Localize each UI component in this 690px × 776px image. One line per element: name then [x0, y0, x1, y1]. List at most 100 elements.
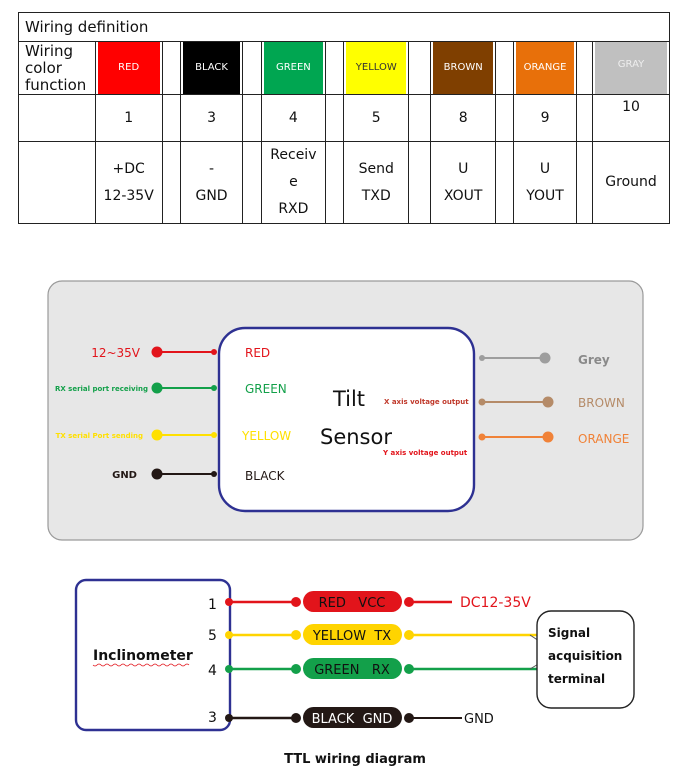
color-cell-black: BLACK: [179, 41, 244, 95]
color-swatch: YELLOW: [346, 42, 407, 94]
inclinometer-label: Inclinometer: [93, 648, 193, 664]
wire-terminal: [211, 471, 217, 477]
func-label-line: color: [25, 58, 62, 77]
table-title: Wiring definition: [18, 12, 670, 42]
color-swatch: ORANGE: [516, 42, 574, 94]
color-swatch: GREEN: [263, 42, 324, 94]
pin-description: Ground: [592, 141, 670, 224]
terminal-label-line: terminal: [548, 672, 605, 686]
spacer-cell: [575, 141, 594, 224]
wire-terminal: [211, 385, 217, 391]
empty-cell: [18, 141, 96, 224]
right-wire-orange: Y axis voltage output ORANGE: [382, 431, 629, 457]
pin-description: +DC 12-35V: [94, 141, 163, 224]
wire-label-pill: [303, 591, 402, 612]
wire-terminal: [225, 631, 233, 639]
wire-terminal: [211, 432, 217, 438]
desc-line: U: [539, 160, 551, 177]
wire-terminal: [151, 382, 163, 394]
wire-terminal: [542, 431, 554, 443]
pin-description: Receiv e RXD: [260, 141, 327, 224]
desc-line: +DC: [112, 160, 145, 177]
color-cell-red: RED: [94, 41, 163, 95]
color-swatch: RED: [97, 42, 160, 94]
color-cell-green: GREEN: [260, 41, 327, 95]
pin-description: - GND: [179, 141, 244, 224]
pin-number: 4: [208, 663, 217, 679]
wire-label-pill: [303, 658, 402, 679]
wire-outer-label: Grey: [578, 353, 610, 367]
wire-outer-label: TX serial Port sending: [56, 432, 143, 440]
wire-terminal: [291, 630, 301, 640]
color-cell-yellow: YELLOW: [343, 41, 410, 95]
wire-outer-label: 12~35V: [91, 346, 141, 360]
pin-number: 3: [179, 94, 244, 142]
desc-line: Receiv: [270, 147, 317, 163]
wire-terminal: [539, 352, 551, 364]
ttl-wire-red: 1 RED VCC DC12-35V: [208, 591, 531, 613]
spacer-cell: [325, 141, 345, 224]
sensor-title: Tilt: [332, 387, 365, 411]
wire-terminal: [291, 597, 301, 607]
pin-number: 10: [592, 94, 670, 142]
ttl-wiring-diagram: Inclinometer 1 RED VCC DC12-35V 5 YELLOW…: [74, 578, 635, 767]
color-swatch: BROWN: [433, 42, 494, 94]
wire-inner-label: RED: [245, 346, 270, 360]
wire-label: RED VCC: [319, 596, 386, 611]
color-cell-orange: ORANGE: [513, 41, 577, 95]
pin-description: U YOUT: [513, 141, 577, 224]
color-swatch: GRAY: [595, 42, 667, 94]
wire-terminal: [151, 346, 163, 358]
left-wire-green: RX serial port receiving GREEN: [55, 382, 287, 396]
spacer-cell: [242, 141, 262, 224]
terminal-label-line: acquisition: [548, 649, 622, 663]
func-label-line: Wiring: [25, 41, 74, 60]
wire-terminal: [225, 598, 233, 606]
right-wire-grey: Grey: [479, 352, 610, 367]
pin-description: Send TXD: [343, 141, 410, 224]
pin-number: 1: [208, 597, 217, 613]
tilt-sensor-diagram: 12~35V RED RX serial port receiving GREE…: [47, 280, 644, 541]
wire-terminal: [151, 468, 163, 480]
inclinometer-box: [74, 578, 232, 732]
wire-target-label: GND: [464, 712, 494, 727]
wire-terminal: [211, 349, 217, 355]
desc-line: YOUT: [526, 187, 564, 204]
wire-terminal: [542, 396, 554, 408]
wire-inner-label: GREEN: [245, 382, 287, 396]
left-wire-yellow: TX serial Port sending YELLOW: [56, 429, 292, 443]
wire-outer-label: BROWN: [578, 396, 625, 410]
empty-cell: [18, 94, 96, 142]
wire-terminal: [478, 398, 486, 406]
wire-label: BLACK GND: [312, 712, 393, 727]
pin-number: 5: [208, 628, 217, 644]
wire-outer-label: RX serial port receiving: [55, 385, 148, 393]
wire-target-label: DC12-35V: [460, 595, 531, 611]
ttl-wire-yellow: 5 YELLOW TX: [208, 624, 540, 645]
color-cell-brown: BROWN: [430, 41, 497, 95]
wire-inner-label: X axis voltage output: [384, 398, 469, 406]
wire-terminal: [291, 713, 301, 723]
right-wire-brown: X axis voltage output BROWN: [384, 396, 625, 410]
desc-line: GND: [195, 187, 228, 204]
desc-line: RXD: [278, 201, 309, 217]
wire-label: YELLOW TX: [312, 629, 391, 644]
pin-number: 4: [260, 94, 327, 142]
sensor-body: [217, 326, 476, 513]
spellcheck-underline: [92, 663, 190, 667]
desc-line: Send: [358, 160, 394, 177]
wire-terminal: [479, 355, 485, 361]
pin-number: 9: [513, 94, 577, 142]
func-label-line: function: [25, 75, 87, 94]
ttl-wire-green: 4 GREEN RX: [208, 658, 540, 679]
desc-line: U: [458, 160, 469, 177]
left-wire-red: 12~35V RED: [91, 346, 270, 360]
wire-label: GREEN RX: [314, 663, 390, 678]
wire-inner-label: BLACK: [245, 469, 286, 483]
spacer-cell: [161, 141, 181, 224]
desc-line: XOUT: [443, 187, 483, 204]
wire-terminal: [478, 433, 486, 441]
wire-outer-label: ORANGE: [578, 432, 629, 446]
wire-terminal: [151, 429, 163, 441]
